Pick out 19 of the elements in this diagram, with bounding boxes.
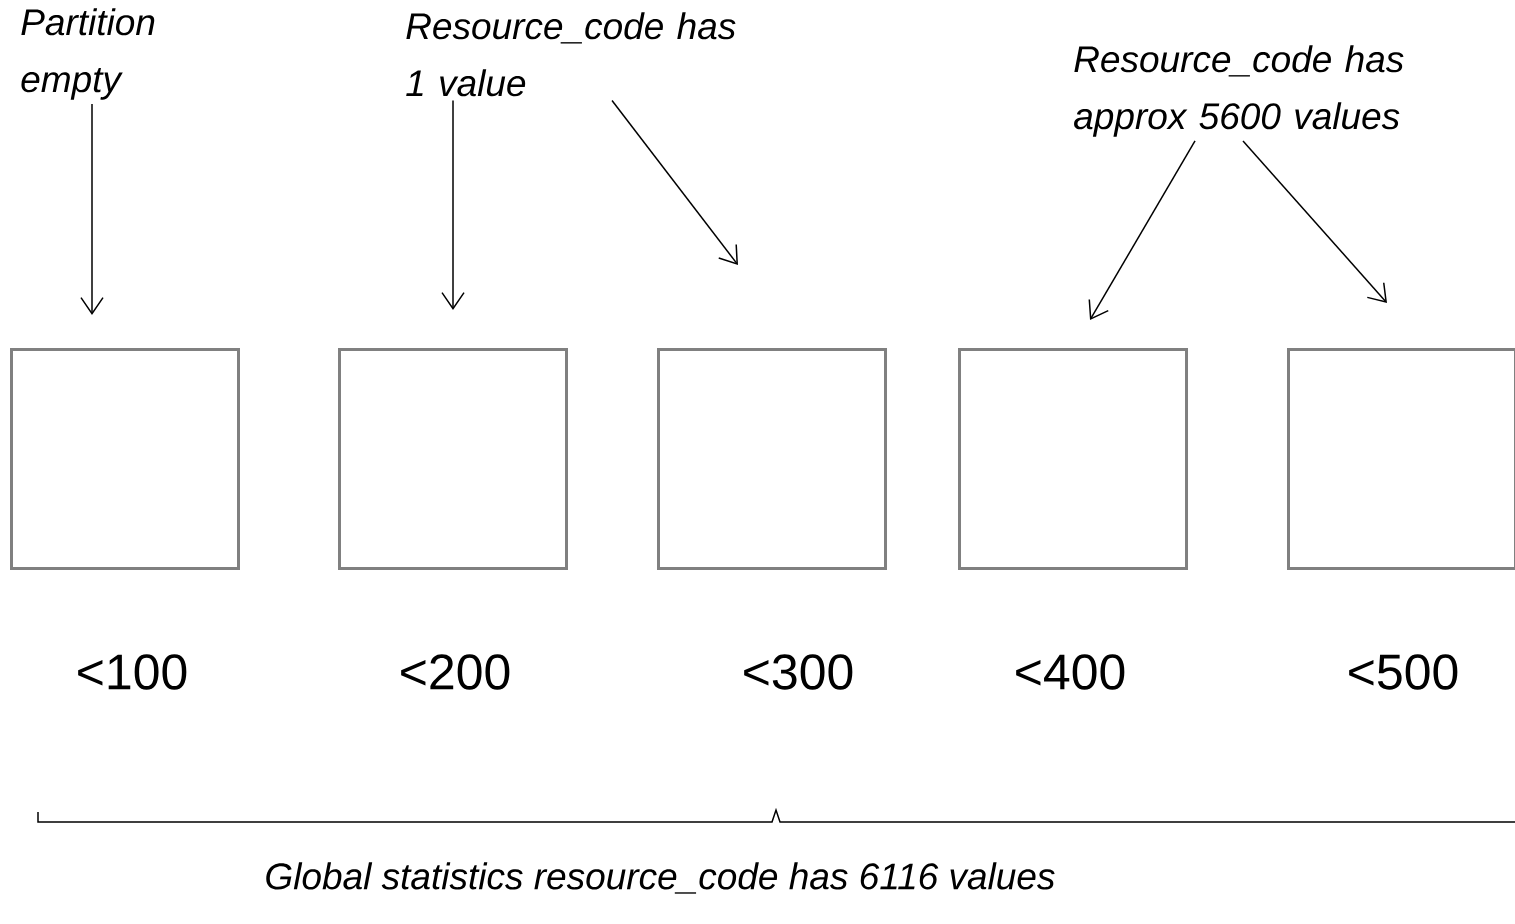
partition-box [958,348,1188,570]
partition-box [10,348,240,570]
arrow [1242,140,1387,303]
arrow [441,99,465,310]
annotation-text: Partition empty [21,8,155,100]
range-label: <400 [1016,654,1125,690]
range-label: <500 [1349,654,1458,690]
annotation-text: Resource_code has approx 5600 values [1074,45,1404,137]
arrow [1088,140,1196,320]
partition-box [657,348,887,570]
range-label: <200 [401,654,510,690]
annotation-text: Resource_code has 1 value [406,12,736,97]
caption-text: Global statistics resource_code has 6116 values [266,862,1055,894]
arrow [80,103,104,315]
partition-box [338,348,568,570]
range-label: <300 [744,654,853,690]
range-label: <100 [78,654,187,690]
partition-box [1287,348,1515,570]
arrow [611,99,738,265]
